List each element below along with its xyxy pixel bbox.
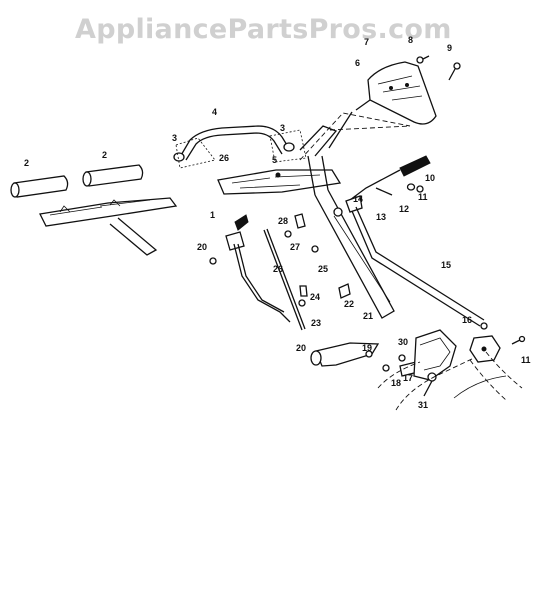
callout-25: 25 <box>318 264 328 274</box>
nut-20 <box>209 257 217 265</box>
bracket-14 <box>333 195 363 217</box>
clip-16 <box>480 322 488 330</box>
callout-11a: 11 <box>418 192 428 202</box>
cable-26 <box>263 213 351 331</box>
nut-18 <box>382 364 390 372</box>
control-lever-1 <box>209 214 291 323</box>
callout-4: 4 <box>212 107 217 117</box>
callout-14: 14 <box>353 194 363 204</box>
gear-plate <box>413 329 457 381</box>
callout-20b: 20 <box>296 343 306 353</box>
callout-30: 30 <box>398 337 408 347</box>
callout-26b: 26 <box>273 264 283 274</box>
handle-panel <box>217 169 342 195</box>
grip-left <box>10 175 69 198</box>
callout-24: 24 <box>310 292 320 302</box>
callout-22: 22 <box>344 299 354 309</box>
callout-10: 10 <box>425 173 435 183</box>
callout-2a: 2 <box>24 158 29 168</box>
callout-31: 31 <box>418 400 428 410</box>
main-handle-shaft <box>299 125 395 319</box>
callout-26a: 26 <box>219 153 229 163</box>
grip-right <box>82 164 144 187</box>
callout-2b: 2 <box>102 150 107 160</box>
washer-3-right <box>283 142 295 152</box>
clip-23 <box>298 299 306 307</box>
washer-25 <box>311 245 319 253</box>
callout-labels: 2 2 3 3 4 26 5 7 8 9 6 10 11 12 13 14 1 … <box>24 35 531 410</box>
callout-16: 16 <box>462 315 472 325</box>
upper-handle-assembly <box>173 125 342 195</box>
washer-19 <box>365 350 373 358</box>
lower-linkage <box>310 322 526 397</box>
clip-28 <box>294 213 306 229</box>
shift-lever-10 <box>349 155 431 201</box>
shift-rod-15 <box>351 210 481 327</box>
callout-5: 5 <box>272 155 277 165</box>
callout-20a: 20 <box>197 242 207 252</box>
handle-bar-sketch <box>39 197 178 227</box>
callout-28: 28 <box>278 216 288 226</box>
callout-15: 15 <box>441 260 451 270</box>
callout-3a: 3 <box>172 133 177 143</box>
washer-3-left <box>173 152 185 162</box>
bushing-30 <box>398 354 406 362</box>
callout-12: 12 <box>399 204 409 214</box>
callout-3b: 3 <box>280 123 285 133</box>
callout-18: 18 <box>391 378 401 388</box>
screw-9 <box>453 62 461 70</box>
callout-11b: 11 <box>521 355 531 365</box>
callout-19: 19 <box>362 343 372 353</box>
callout-27: 27 <box>290 242 300 252</box>
callout-13: 13 <box>376 212 386 222</box>
callout-17: 17 <box>403 373 413 383</box>
callout-23: 23 <box>311 318 321 328</box>
clip-22 <box>338 283 351 299</box>
handle-shaft-sketch <box>109 217 158 256</box>
control-panel-6 <box>328 55 461 149</box>
spring-24 <box>299 285 308 297</box>
screw-11b <box>518 335 526 343</box>
callout-6: 6 <box>355 58 360 68</box>
watermark-text: AppliancePartsPros.com <box>75 14 452 45</box>
callout-21: 21 <box>363 311 373 321</box>
callout-8: 8 <box>408 35 413 45</box>
callout-1: 1 <box>210 210 215 220</box>
screw-8 <box>416 56 424 64</box>
callout-9: 9 <box>447 43 452 53</box>
callout-7: 7 <box>364 37 369 47</box>
left-reference-assembly <box>10 164 178 256</box>
